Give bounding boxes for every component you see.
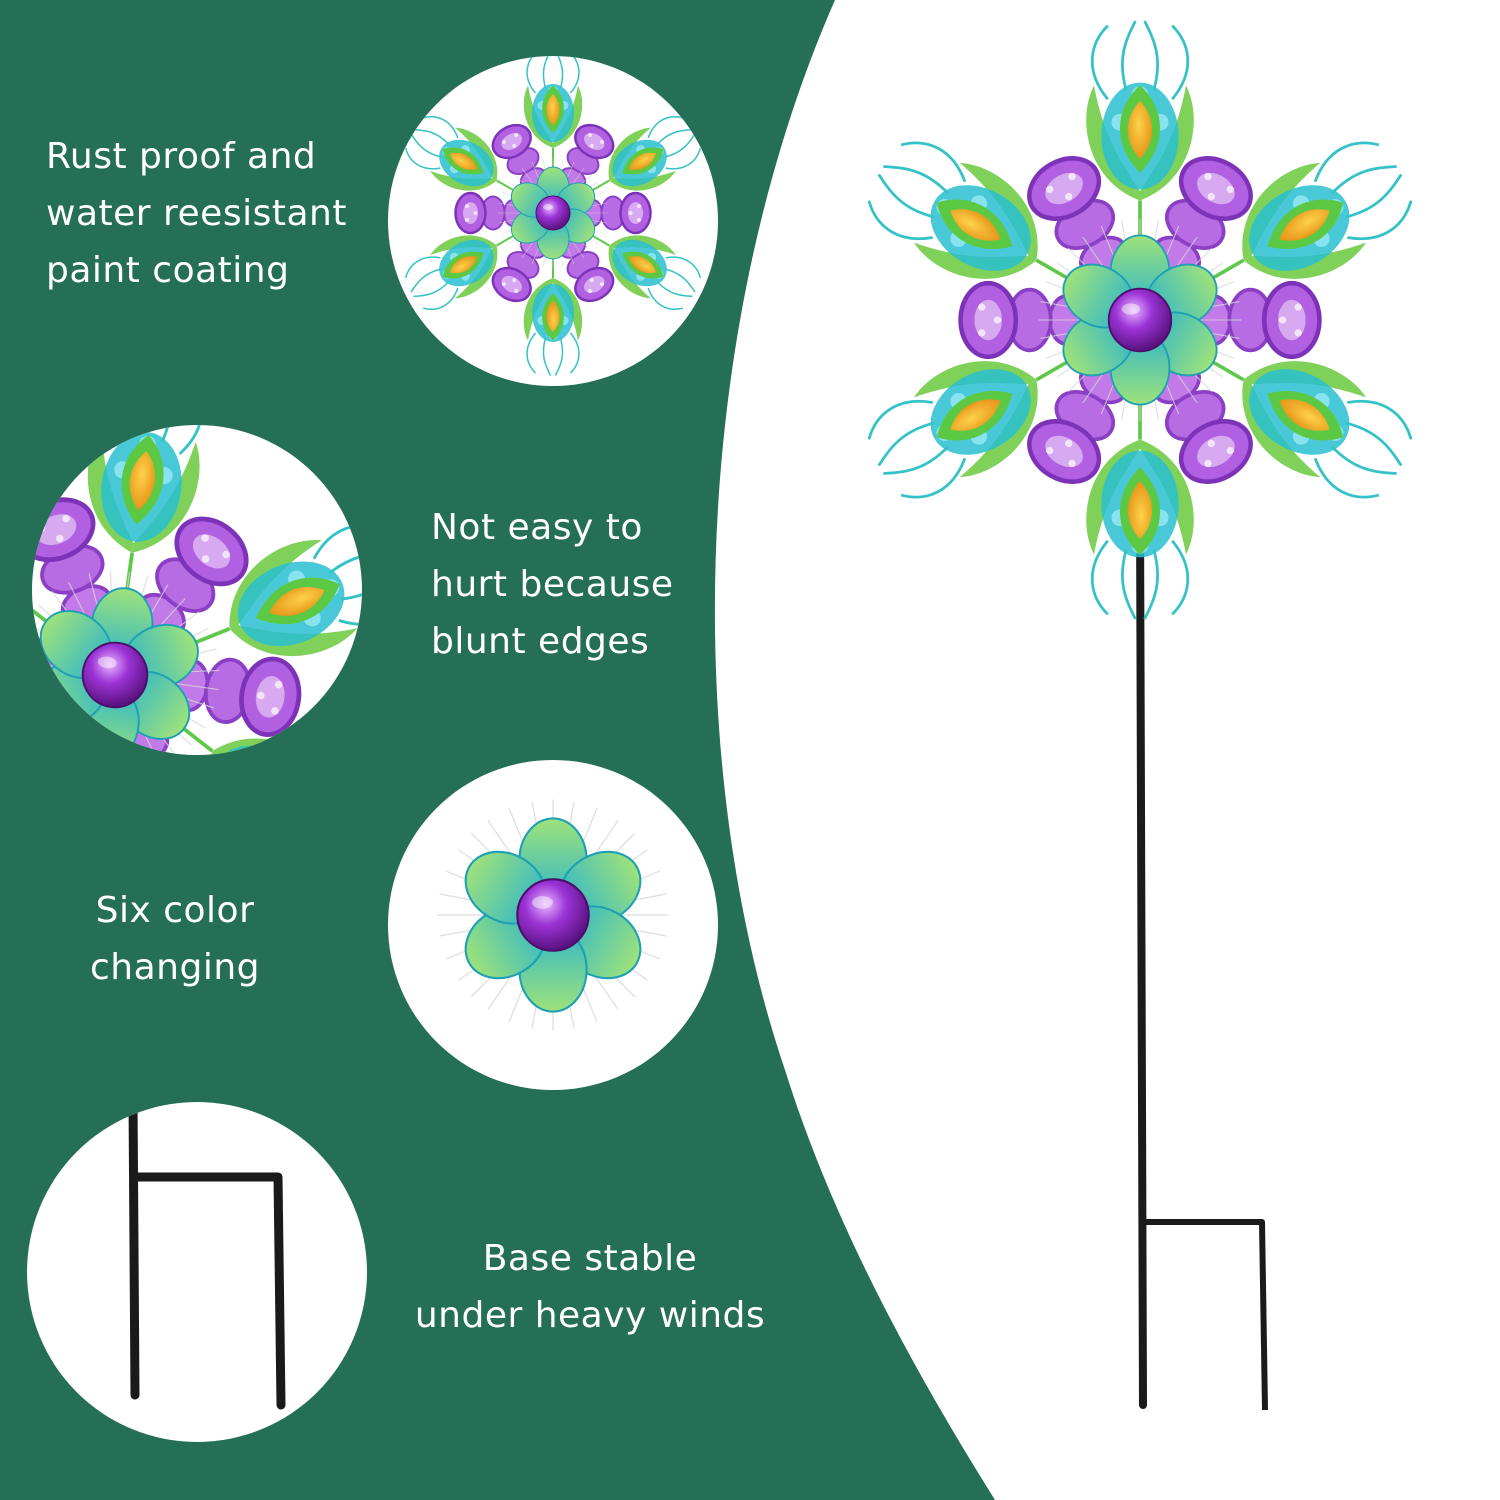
feature-line: paint coating [46, 250, 290, 291]
feature-text-color-changing: Six color changing [44, 882, 306, 996]
feature-line: hurt because [431, 564, 674, 605]
feature-line: water reesistant [46, 193, 347, 234]
feature-text-blunt-edges: Not easy to hurt because blunt edges [431, 499, 674, 670]
detail-circle-base-stake [27, 1102, 367, 1442]
feature-text-rust-proof: Rust proof and water reesistant paint co… [46, 128, 347, 299]
feature-line: under heavy winds [414, 1295, 766, 1336]
feature-line: Base stable [482, 1238, 698, 1279]
main-stake-foot [1142, 1219, 1268, 1411]
detail-circle-full-spinner [388, 56, 718, 386]
feature-text-stable-base: Base stable under heavy winds [405, 1230, 775, 1344]
feature-line: blunt edges [431, 621, 650, 662]
detail-circle-blunt-edges [32, 425, 362, 755]
feature-line: Six color [95, 890, 255, 931]
main-stake-pole [1136, 506, 1147, 1409]
main-spinner-product [854, 21, 1426, 1411]
detail-circle-center-flower [388, 760, 718, 1090]
feature-line: Rust proof and [46, 136, 317, 177]
feature-line: Not easy to [431, 507, 643, 548]
feature-line: changing [89, 947, 260, 988]
